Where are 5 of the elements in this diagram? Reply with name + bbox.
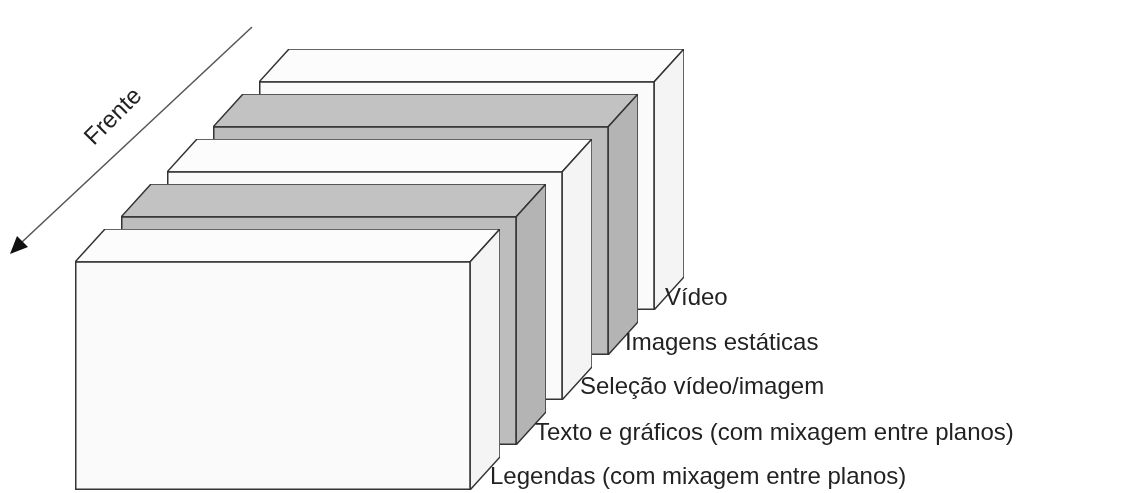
layer-label: Vídeo (665, 283, 728, 311)
layer-label: Seleção vídeo/imagem (580, 372, 825, 400)
layer-label: Texto e gráficos (com mixagem entre planos) (535, 418, 1014, 446)
layer-label: Imagens estáticas (625, 328, 819, 356)
layer-label: Legendas (com mixagem entre planos) (490, 462, 907, 490)
